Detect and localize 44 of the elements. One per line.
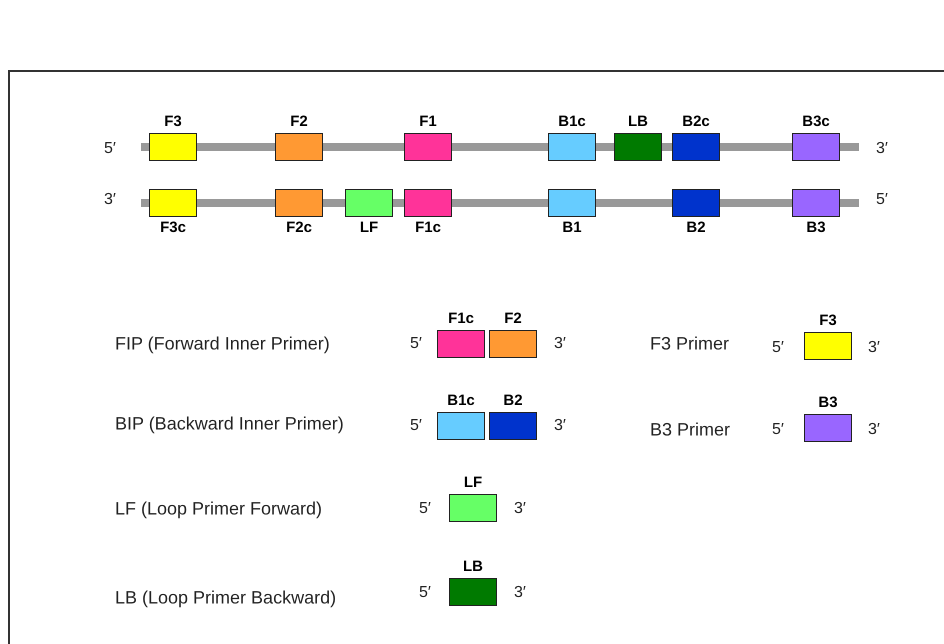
strand-end-label: 5′ — [876, 191, 888, 209]
region-label: LF — [360, 219, 378, 237]
region-label: B1 — [562, 219, 582, 237]
strand-end-label: 5′ — [419, 584, 431, 602]
strand-end-label: 5′ — [410, 417, 422, 435]
region-label: B2 — [686, 219, 706, 237]
region-label: F1c — [415, 219, 441, 237]
strand-end-label: 3′ — [868, 339, 880, 357]
primer-name: F3 Primer — [650, 334, 730, 354]
region-label: B1c — [558, 113, 586, 131]
region-label: B3 — [806, 219, 826, 237]
strand-end-label: 3′ — [554, 417, 566, 435]
region-label: B2c — [682, 113, 710, 131]
strand-end-label: 5′ — [772, 339, 784, 357]
region-label: F1c — [448, 310, 474, 328]
region-label: B3 — [818, 394, 838, 412]
primer-name: LB (Loop Primer Backward) — [115, 588, 336, 608]
region-label: B3c — [802, 113, 830, 131]
primer-name: B3 Primer — [650, 420, 730, 440]
region-label: B1c — [447, 392, 475, 410]
primer-name: LF (Loop Primer Forward) — [115, 498, 322, 520]
primer-name: FIP (Forward Inner Primer) — [115, 334, 330, 354]
strand-end-label: 3′ — [514, 584, 526, 602]
strand-end-label: 3′ — [876, 140, 888, 158]
region-label: B2 — [503, 392, 523, 410]
strand-end-label: 5′ — [104, 140, 116, 158]
region-label: F3 — [164, 113, 182, 131]
primer-name: BIP (Backward Inner Primer) — [115, 414, 344, 434]
region-label: LB — [628, 113, 648, 131]
region-label: F2 — [504, 310, 522, 328]
strand-end-label: 3′ — [514, 500, 526, 518]
region-label: LF — [464, 474, 482, 492]
region-label: LB — [463, 558, 483, 576]
region-label: F3 — [819, 312, 837, 330]
strand-end-label: 3′ — [104, 191, 116, 209]
region-label: F3c — [160, 219, 186, 237]
strand-end-label: 5′ — [772, 421, 784, 439]
region-label: F1 — [419, 113, 437, 131]
strand-end-label: 5′ — [419, 500, 431, 518]
strand-end-label: 3′ — [868, 421, 880, 439]
strand-end-label: 3′ — [554, 335, 566, 353]
strand-end-label: 5′ — [410, 335, 422, 353]
region-label: F2 — [290, 113, 308, 131]
region-label: F2c — [286, 219, 312, 237]
